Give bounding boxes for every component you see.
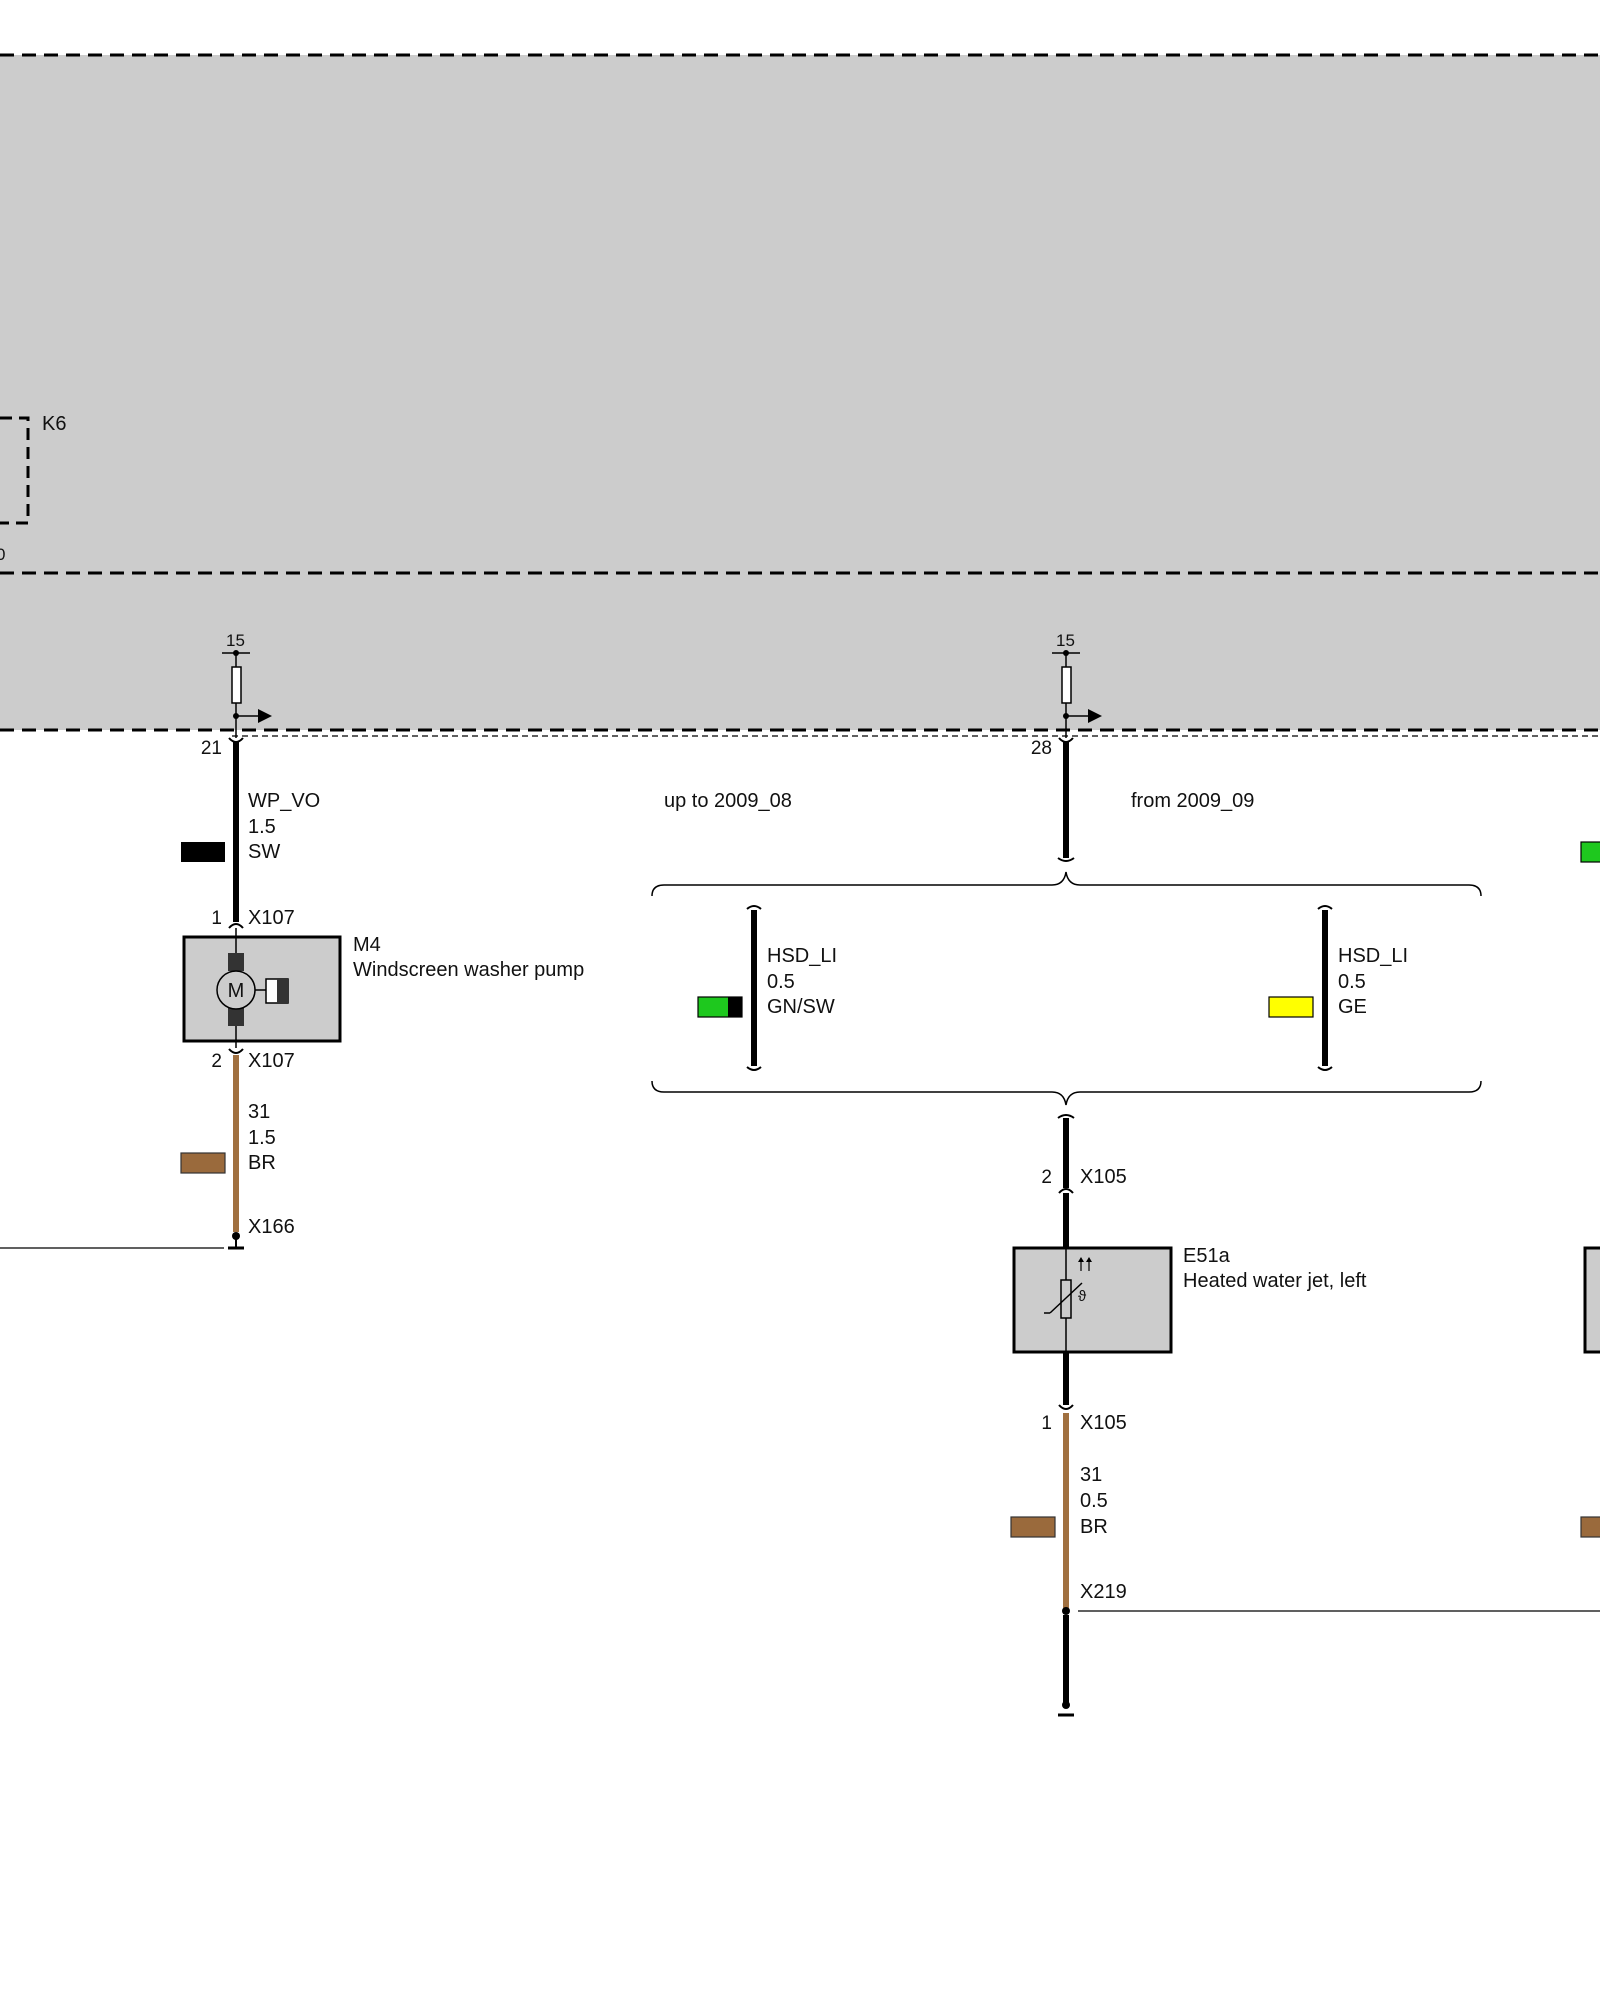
water-jet-box (1012, 1246, 1173, 1354)
k6-submodule-outline (0, 416, 30, 525)
supply-15-left: 15 (226, 631, 245, 650)
x105-pin-2: 2 (1041, 1167, 1052, 1188)
branch-washer-pump: 21 WP_VO 1.5 SW 1 X107 M M4 Windscreen w… (0, 737, 584, 1250)
temperature-glyph: ϑ (1078, 1288, 1087, 1305)
output-resistor-left (231, 666, 242, 704)
motor-glyph: M (228, 980, 245, 1002)
variant-early-signal: HSD_LI (767, 945, 837, 967)
supply-15-right: 15 (1056, 631, 1075, 650)
x166-label: X166 (248, 1216, 295, 1238)
output-stage-right: 15 (1052, 631, 1102, 738)
variant-late-gauge: 0.5 (1338, 971, 1366, 993)
wire-color-swatch-brown-right (1010, 1516, 1056, 1538)
heat-arrows-icon (1078, 1257, 1092, 1271)
x107-label-bottom: X107 (248, 1050, 295, 1072)
x107-label-top: X107 (248, 907, 295, 929)
output-resistor-right (1061, 666, 1072, 704)
next-branch-partial (1580, 841, 1600, 1538)
wire-color-swatch-yellow (1268, 996, 1314, 1018)
module-pin-21: 21 (201, 738, 222, 759)
washer-pump-box (182, 935, 342, 1043)
variant-early-color: GN/SW (767, 996, 835, 1018)
water-jet-name: Heated water jet, left (1183, 1270, 1367, 1292)
x107-pin-1: 1 (211, 908, 222, 929)
partial-swatch-brown (1580, 1516, 1600, 1538)
module-pin-28: 28 (1031, 738, 1052, 759)
water-jet-id: E51a (1183, 1245, 1231, 1267)
variant-brace-top (651, 871, 1482, 897)
variant-late-signal: HSD_LI (1338, 945, 1408, 967)
wire-wp-vo-gauge: 1.5 (248, 816, 276, 838)
wire-color-swatch-brown-left (180, 1152, 226, 1174)
branch-water-jet: 28 up to 2009_08 from 2009_09 HSD_LI 0.5… (651, 737, 1600, 1717)
variant-label-early: up to 2009_08 (664, 790, 792, 812)
wire-ground-left-color: BR (248, 1152, 276, 1174)
variant-label-late: from 2009_09 (1131, 790, 1254, 812)
ground-point-x219 (1062, 1607, 1070, 1615)
wire-ground-right-gauge: 0.5 (1080, 1490, 1108, 1512)
partial-component-box (1583, 1246, 1600, 1354)
partial-swatch-green (1580, 841, 1600, 863)
x105-label-top: X105 (1080, 1166, 1127, 1188)
variant-late-color: GE (1338, 996, 1367, 1018)
module-body (0, 55, 1600, 730)
x219-label: X219 (1080, 1581, 1127, 1603)
k6-pin-fragment: 0 (0, 545, 5, 564)
k6-label: K6 (42, 413, 66, 435)
output-arrow-left (258, 709, 272, 723)
wire-wp-vo-color: SW (248, 841, 280, 863)
wire-ground-right-signal: 31 (1080, 1464, 1102, 1486)
wire-ground-right-color: BR (1080, 1516, 1108, 1538)
wire-ground-left-gauge: 1.5 (248, 1127, 276, 1149)
output-stage-left: 15 (222, 631, 272, 738)
wire-wp-vo-signal: WP_VO (248, 790, 320, 812)
washer-pump-name: Windscreen washer pump (353, 959, 584, 981)
output-arrow-right (1088, 709, 1102, 723)
variant-early-gauge: 0.5 (767, 971, 795, 993)
x107-pin-2: 2 (211, 1051, 222, 1072)
x105-pin-1: 1 (1041, 1413, 1052, 1434)
wire-color-swatch-black (181, 842, 225, 862)
x105-label-bottom: X105 (1080, 1412, 1127, 1434)
washer-pump-id: M4 (353, 934, 381, 956)
control-module: K6 0 15 15 (0, 53, 1600, 738)
variant-brace-bottom (651, 1080, 1482, 1106)
wire-ground-left-signal: 31 (248, 1101, 270, 1123)
